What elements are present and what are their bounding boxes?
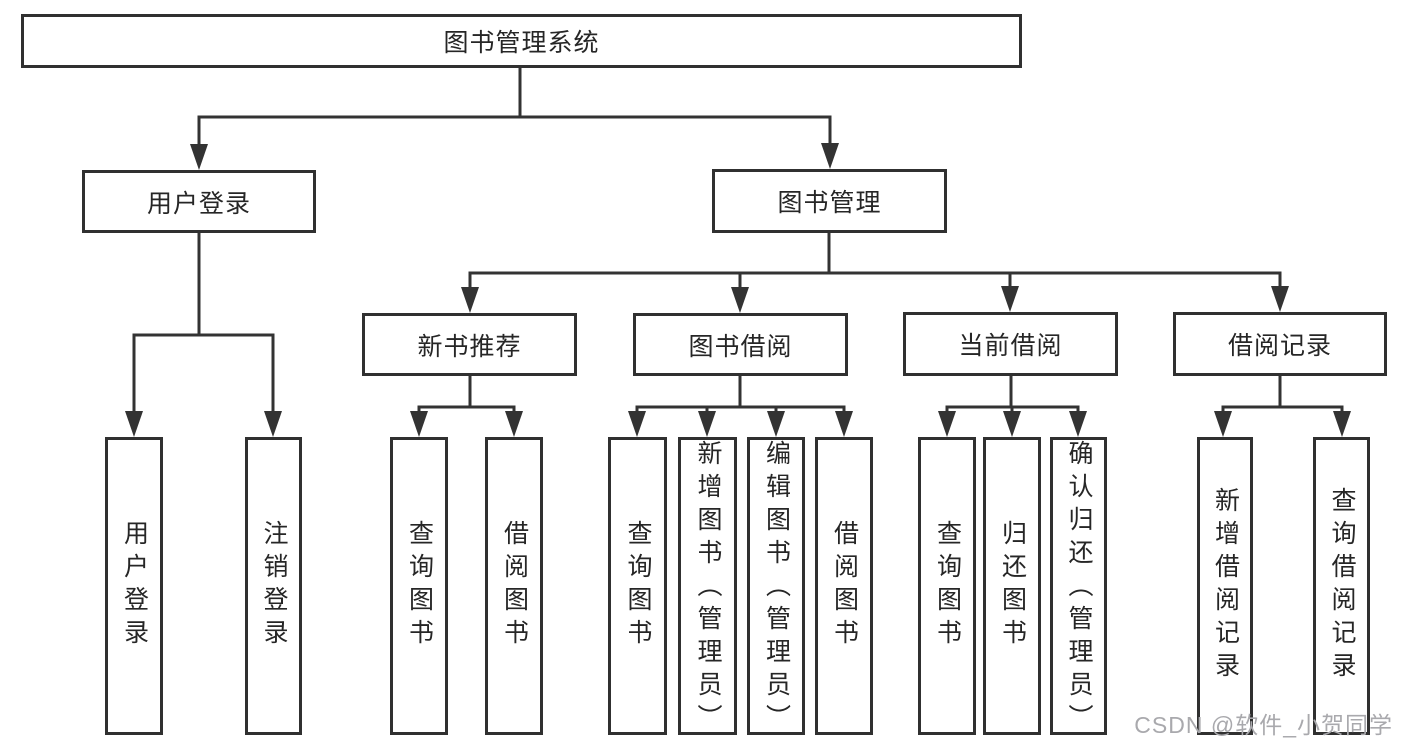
leaf-label: 注销登录 [260, 520, 288, 652]
leaf-label: 查询借阅记录 [1328, 487, 1356, 685]
node-borrow-records: 借阅记录 [1173, 312, 1387, 376]
leaf-return-books: 归还图书 [983, 437, 1041, 735]
node-new-book-recommend: 新书推荐 [362, 313, 577, 376]
node-current-borrow: 当前借阅 [903, 312, 1118, 376]
leaf-query-books-borrow: 查询图书 [608, 437, 667, 735]
node-user-login: 用户登录 [82, 170, 316, 233]
leaf-label: 用户登录 [120, 520, 149, 652]
leaf-borrow-books: 借阅图书 [815, 437, 873, 735]
leaf-query-books-recommend: 查询图书 [390, 437, 448, 735]
leaf-label: 归还图书 [998, 520, 1027, 652]
leaf-label: 查询图书 [933, 520, 962, 652]
leaf-query-borrow-record: 查询借阅记录 [1313, 437, 1370, 735]
node-root-library-system: 图书管理系统 [21, 14, 1022, 68]
leaf-query-books-current: 查询图书 [918, 437, 976, 735]
leaf-borrow-books-recommend: 借阅图书 [485, 437, 543, 735]
leaf-confirm-return-admin: 确认归还（管理员） [1050, 437, 1107, 737]
leaf-label: 编辑图书（管理员） [762, 440, 791, 737]
leaf-user-login: 用户登录 [105, 437, 163, 735]
node-book-borrow: 图书借阅 [633, 313, 848, 376]
leaf-label: 查询图书 [624, 520, 652, 652]
leaf-logout: 注销登录 [245, 437, 302, 735]
leaf-add-books-admin: 新增图书（管理员） [678, 437, 737, 737]
node-book-management: 图书管理 [712, 169, 947, 233]
leaf-label: 新增图书（管理员） [694, 440, 722, 737]
csdn-watermark: CSDN @软件_小贺同学 [1134, 712, 1393, 738]
leaf-label: 新增借阅记录 [1211, 487, 1240, 685]
leaf-label: 确认归还（管理员） [1065, 440, 1093, 737]
leaf-add-borrow-record: 新增借阅记录 [1197, 437, 1253, 735]
leaf-edit-books-admin: 编辑图书（管理员） [747, 437, 805, 737]
leaf-label: 借阅图书 [830, 520, 859, 652]
leaf-label: 借阅图书 [500, 520, 529, 652]
leaf-label: 查询图书 [405, 520, 434, 652]
